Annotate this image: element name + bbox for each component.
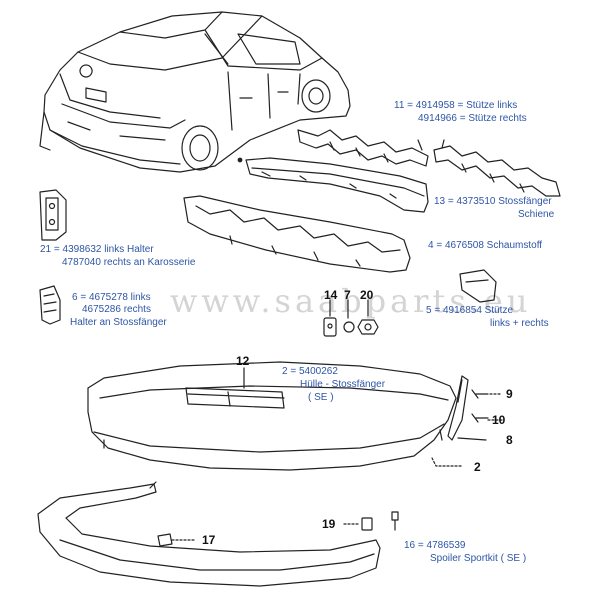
callout-9: 9: [506, 387, 513, 401]
part-11-arrows: [417, 139, 445, 151]
label-part-6-line2: 4675286 rechts: [82, 304, 151, 315]
label-part-5-line1: 5 = 4916854 Stütze: [426, 305, 514, 316]
part-13-bumper-rail: [237, 157, 429, 213]
part-4-foam-absorber: [183, 195, 411, 273]
callout-2: 2: [474, 460, 481, 474]
part-12-trim-strip: [185, 367, 285, 409]
label-part-2-line1: 2 = 5400262: [282, 366, 338, 377]
part-2-bumper-cover: [87, 361, 457, 471]
label-part-11-line2: 4914966 = Stütze rechts: [418, 113, 527, 124]
callout-14: 14: [324, 288, 338, 302]
label-part-4: 4 = 4676508 Schaumstoff: [428, 240, 543, 251]
label-part-13-line2: Schiene: [518, 209, 555, 220]
label-part-16-line2: Spoiler Sportkit ( SE ): [430, 553, 527, 564]
part-19-fasteners: [343, 511, 399, 531]
part-17-clip: [157, 533, 197, 547]
label-part-16-line1: 16 = 4786539: [404, 540, 466, 551]
label-part-21-line2: 4787040 rechts an Karosserie: [62, 257, 196, 268]
car-illustration: [39, 11, 351, 173]
label-part-6-line1: 6 = 4675278 links: [72, 292, 151, 303]
callout-20: 20: [360, 288, 374, 302]
part-11-bracket-right: [433, 145, 561, 197]
callout-10: 10: [492, 413, 506, 427]
label-part-2-line2: Hülle - Stossfänger: [300, 379, 386, 390]
label-part-21-line1: 21 = 4398632 links Halter: [40, 244, 154, 255]
callout-17: 17: [202, 533, 216, 547]
callout-12: 12: [236, 354, 250, 368]
callout-19: 19: [322, 517, 336, 531]
part-6-bumper-bracket: [39, 285, 61, 325]
label-part-11-line1: 11 = 4914958 = Stütze links: [394, 100, 518, 111]
part-8-side-trim: [447, 375, 487, 441]
parts-14-7-20: [323, 299, 379, 337]
callout-8: 8: [506, 433, 513, 447]
label-part-2-line3: ( SE ): [308, 392, 334, 403]
part-11-bracket-left: [297, 129, 429, 167]
parts-9-10-screws: [471, 389, 505, 423]
part-2-leader: [431, 457, 463, 467]
callout-7: 7: [344, 288, 351, 302]
part-5-support: [459, 269, 497, 303]
label-part-6-line3: Halter an Stossfänger: [70, 317, 167, 328]
label-part-5-line2: links + rechts: [490, 318, 549, 329]
part-16-spoiler: [37, 481, 381, 587]
label-part-13-line1: 13 = 4373510 Stossfänger: [434, 196, 552, 207]
part-21-body-bracket: [39, 189, 67, 241]
watermark: www.saabparts.eu: [170, 282, 532, 320]
